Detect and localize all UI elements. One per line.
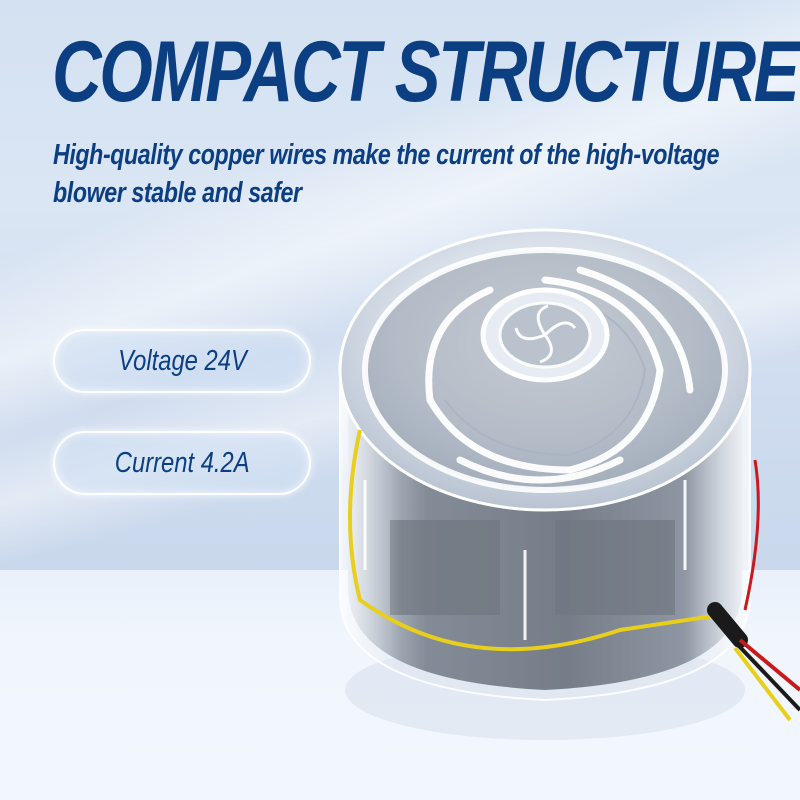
spec-label: Current 4.2A [114,446,250,479]
spec-label: Voltage 24V [117,344,247,377]
page-subtitle: High-quality copper wires make the curre… [53,139,720,209]
page-title: COMPACT STRUCTURE [52,24,800,120]
spec-badge-current: Current 4.2A [53,431,311,495]
spec-badge-voltage: Voltage 24V [53,329,311,393]
red-wire [738,638,800,692]
yellow-wire [348,429,721,652]
black-wire [736,643,800,712]
blower-product-image [320,220,800,740]
